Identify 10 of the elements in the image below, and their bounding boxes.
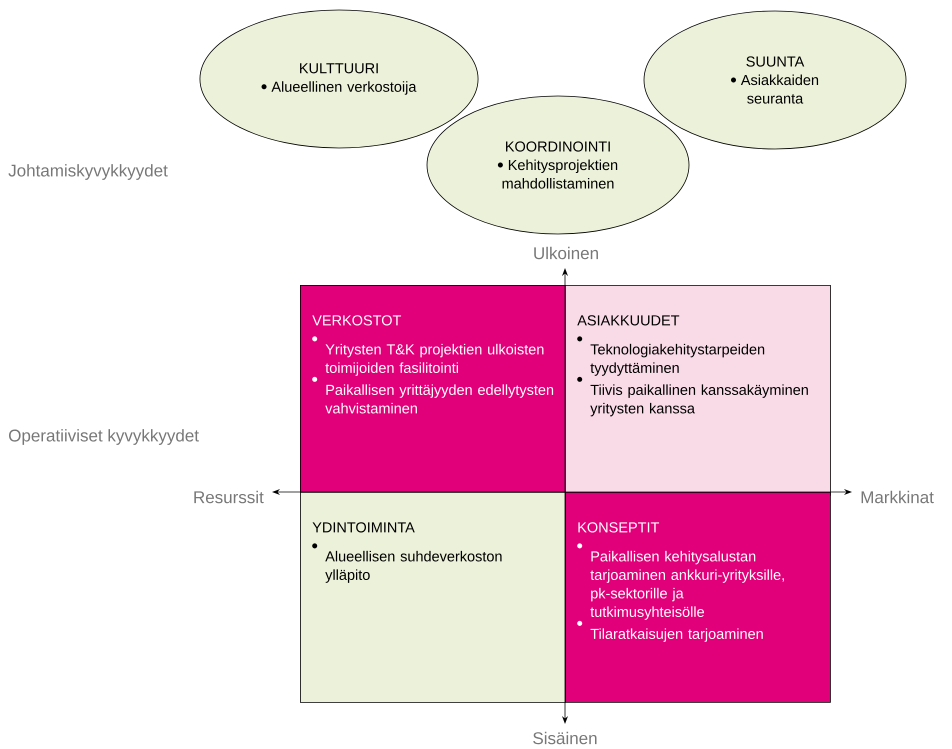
axis-label: Ulkoinen bbox=[534, 246, 598, 260]
axis-label: Resurssit bbox=[194, 490, 264, 504]
quadrant: KONSEPTIT Paikallisen kehitysalustan tarjoaminen ankkuri-yrityksille, pk-sektorille ja tutkimusyhteisölle Tilaratkaisujen tarjoaminen bbox=[565, 492, 831, 703]
quadrant: ASIAKKUUDET Teknologiakehitystarpeiden tyydyttäminen Tiivis paikallinen kanssakäyminen yritysten kanssa bbox=[565, 285, 831, 496]
axis-label: Markkinat bbox=[862, 490, 934, 504]
axis-label: Operatiiviset kyvykkyydet bbox=[9, 429, 199, 445]
quadrant: VERKOSTOT Yritysten T&K projektien ulkoisten toimijoiden fasilitointi Paikallisen yrittäjyyden edellytysten vahvistaminen bbox=[300, 285, 566, 496]
axis-label: Johtamiskyvykkyydet bbox=[8, 164, 168, 180]
quadrant: YDINTOIMINTA Alueellisen suhdeverkoston ylläpito bbox=[300, 492, 566, 703]
axis-label: Sisäinen bbox=[533, 732, 596, 744]
